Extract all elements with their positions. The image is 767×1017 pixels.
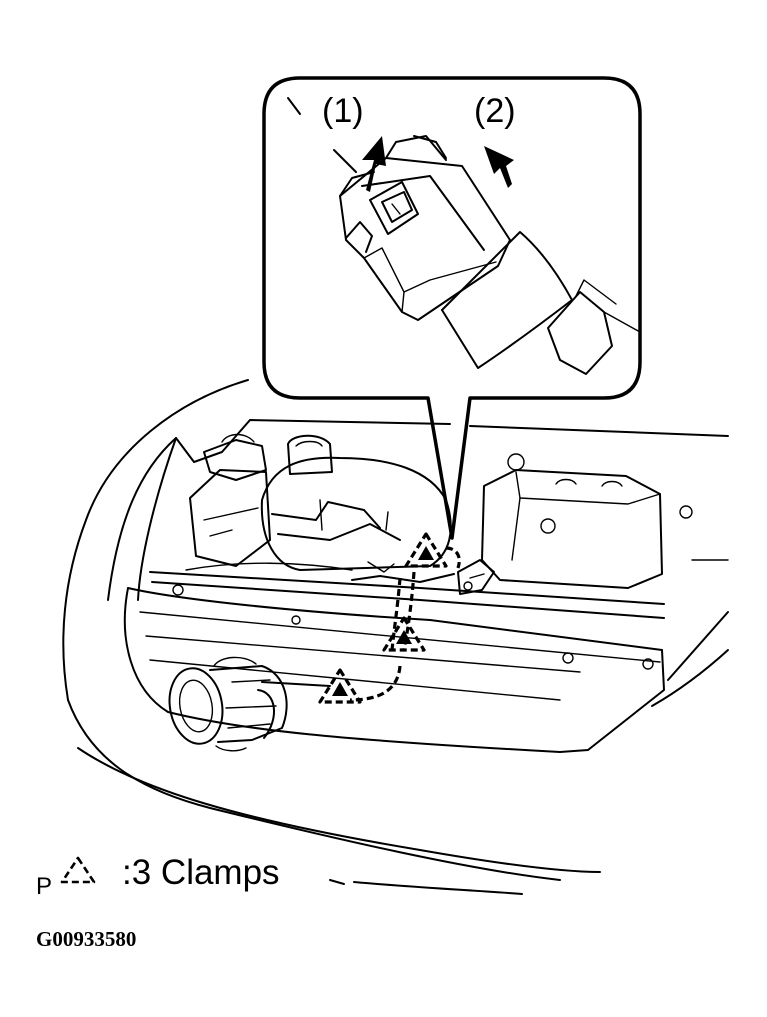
vehicle-body <box>62 379 729 881</box>
connector-callout: (1) (2) <box>262 76 642 540</box>
step-1-label: (1) <box>322 92 364 130</box>
figure-id: G00933580 <box>36 927 136 951</box>
arrow-step-2-icon <box>484 146 514 188</box>
legend-clamp-text: :3 Clamps <box>122 853 280 892</box>
arrow-step-1-icon <box>362 136 386 192</box>
clamp-marker-2 <box>382 616 426 652</box>
connector-cable <box>441 231 641 375</box>
connector-lock-tab <box>369 181 419 235</box>
horn <box>168 656 288 752</box>
step-2-label: (2) <box>474 92 516 130</box>
connector-housing <box>339 135 511 321</box>
clamp-marker-3 <box>318 668 362 704</box>
legend: P :3 Clamps <box>36 853 523 900</box>
wiring-harness <box>261 546 461 702</box>
callout-frame <box>262 76 642 540</box>
clamp-legend-icon <box>60 856 96 884</box>
engine-bay <box>172 433 693 670</box>
clamp-marker-1 <box>404 532 448 568</box>
legend-prefix: P <box>36 873 52 900</box>
